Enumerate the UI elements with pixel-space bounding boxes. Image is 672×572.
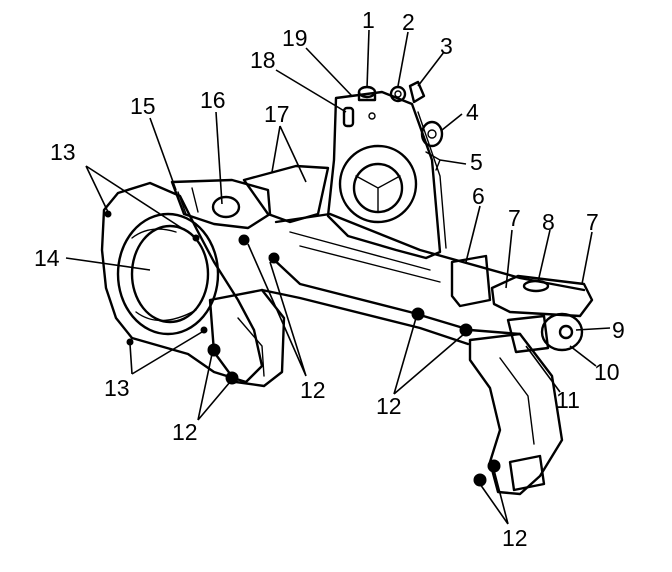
rear-arm-rib: [499, 357, 535, 445]
plate-hole: [368, 112, 376, 120]
callout-6: 6: [472, 183, 485, 209]
callout-3: 3: [440, 33, 453, 59]
callout-7-left: 7: [508, 205, 521, 231]
leader-11: [525, 345, 561, 393]
post-6: [450, 254, 492, 308]
callout-10: 10: [594, 359, 620, 385]
fasteners: [104, 210, 501, 487]
leader-12d: [479, 469, 509, 525]
callout-19: 19: [282, 25, 308, 51]
boss-bore: [211, 195, 241, 219]
leader-12b: [393, 317, 465, 395]
callout-18: 18: [250, 47, 276, 73]
housing-bore-outer: [116, 212, 220, 336]
leader-7a: [505, 229, 513, 289]
callout-7-right: 7: [586, 209, 599, 235]
callout-15: 15: [130, 93, 156, 119]
boss-ribs: [177, 187, 199, 215]
leader-7b: [581, 231, 593, 285]
side-boss-4: [420, 120, 444, 148]
callout-labels: 1 2 3 4 5 6 7 8 7 9 10 11 12 12 12 12 13…: [34, 7, 625, 551]
leader-14: [65, 257, 151, 271]
leader-15: [149, 117, 177, 191]
bolt-12-lower-b: [225, 371, 239, 385]
callout-17: 17: [264, 101, 290, 127]
bracket-17: [242, 164, 330, 224]
main-rail-front: [268, 254, 522, 336]
leader-16: [215, 111, 223, 205]
fitting-2-hole: [394, 90, 402, 98]
leader-2: [397, 31, 409, 87]
callout-16: 16: [200, 87, 226, 113]
callout-12-rail: 12: [376, 393, 402, 419]
leader-9: [575, 327, 611, 331]
main-rail-bottom: [260, 288, 470, 346]
callout-1: 1: [362, 7, 375, 33]
fitting-3: [408, 80, 426, 104]
leader-17: [271, 125, 307, 183]
leader-12c: [197, 353, 231, 421]
callout-13-upper: 13: [50, 139, 76, 165]
leader-12a: [247, 243, 307, 377]
callout-12-middle: 12: [300, 377, 326, 403]
fitting-1: [357, 85, 377, 99]
housing-bore-inner: [130, 224, 210, 324]
bushing-9: [558, 324, 574, 340]
leader-lines: [65, 29, 611, 525]
callout-12-lower: 12: [172, 419, 198, 445]
rear-arm: [468, 332, 564, 496]
fitting-2: [389, 85, 407, 103]
bolt-12-rail-a: [411, 307, 425, 321]
rear-arm-foot: [508, 454, 546, 492]
housing-bore-shading-lower: [135, 309, 197, 322]
plate-large-opening: [338, 144, 418, 224]
lower-housing: [208, 288, 286, 388]
stud-13-lower-b: [200, 326, 208, 334]
callout-13-lower: 13: [104, 375, 130, 401]
bushing-bracket-11: [506, 314, 550, 354]
bolt-12-upper-a: [268, 252, 280, 264]
side-boss-4-hole: [427, 129, 437, 139]
leader-13b: [129, 331, 203, 375]
fitting-1-body: [357, 90, 377, 102]
leader-8: [537, 229, 551, 283]
bolt-12-rail-b: [459, 323, 473, 337]
leader-13a: [85, 165, 195, 237]
lower-housing-rib: [237, 317, 265, 377]
upper-boss: [170, 178, 272, 230]
callout-4: 4: [466, 99, 479, 125]
crossmember-line-art: [100, 80, 594, 496]
callout-11: 11: [556, 387, 580, 413]
plate-slot: [342, 106, 355, 128]
callout-8: 8: [542, 209, 555, 235]
leader-6: [465, 205, 481, 263]
leader-3: [417, 51, 445, 87]
leader-4: [441, 113, 463, 131]
callout-9: 9: [612, 317, 625, 343]
main-rail-web: [289, 231, 441, 283]
leader-1: [366, 29, 370, 89]
leader-18: [275, 69, 347, 113]
callout-5: 5: [470, 149, 483, 175]
left-housing-outline: [100, 181, 264, 384]
housing-bore-shading: [131, 228, 177, 239]
bolt-12-upper-b: [238, 234, 250, 246]
stud-13-upper-b: [192, 234, 200, 242]
mount-top-pad-8: [522, 279, 550, 293]
bolt-12-lower-a: [207, 343, 221, 357]
callout-12-bottom: 12: [502, 525, 528, 551]
leader-19: [305, 47, 353, 97]
callout-14: 14: [34, 245, 60, 271]
callout-2: 2: [402, 9, 415, 35]
plate-side-flange: [417, 111, 447, 249]
leader-5: [439, 159, 467, 165]
bolt-12-foot-a: [473, 473, 487, 487]
plate-opening-spokes: [355, 175, 401, 213]
leader-10: [569, 345, 597, 367]
bushing-10: [540, 312, 584, 352]
right-mount-block: [490, 274, 594, 318]
